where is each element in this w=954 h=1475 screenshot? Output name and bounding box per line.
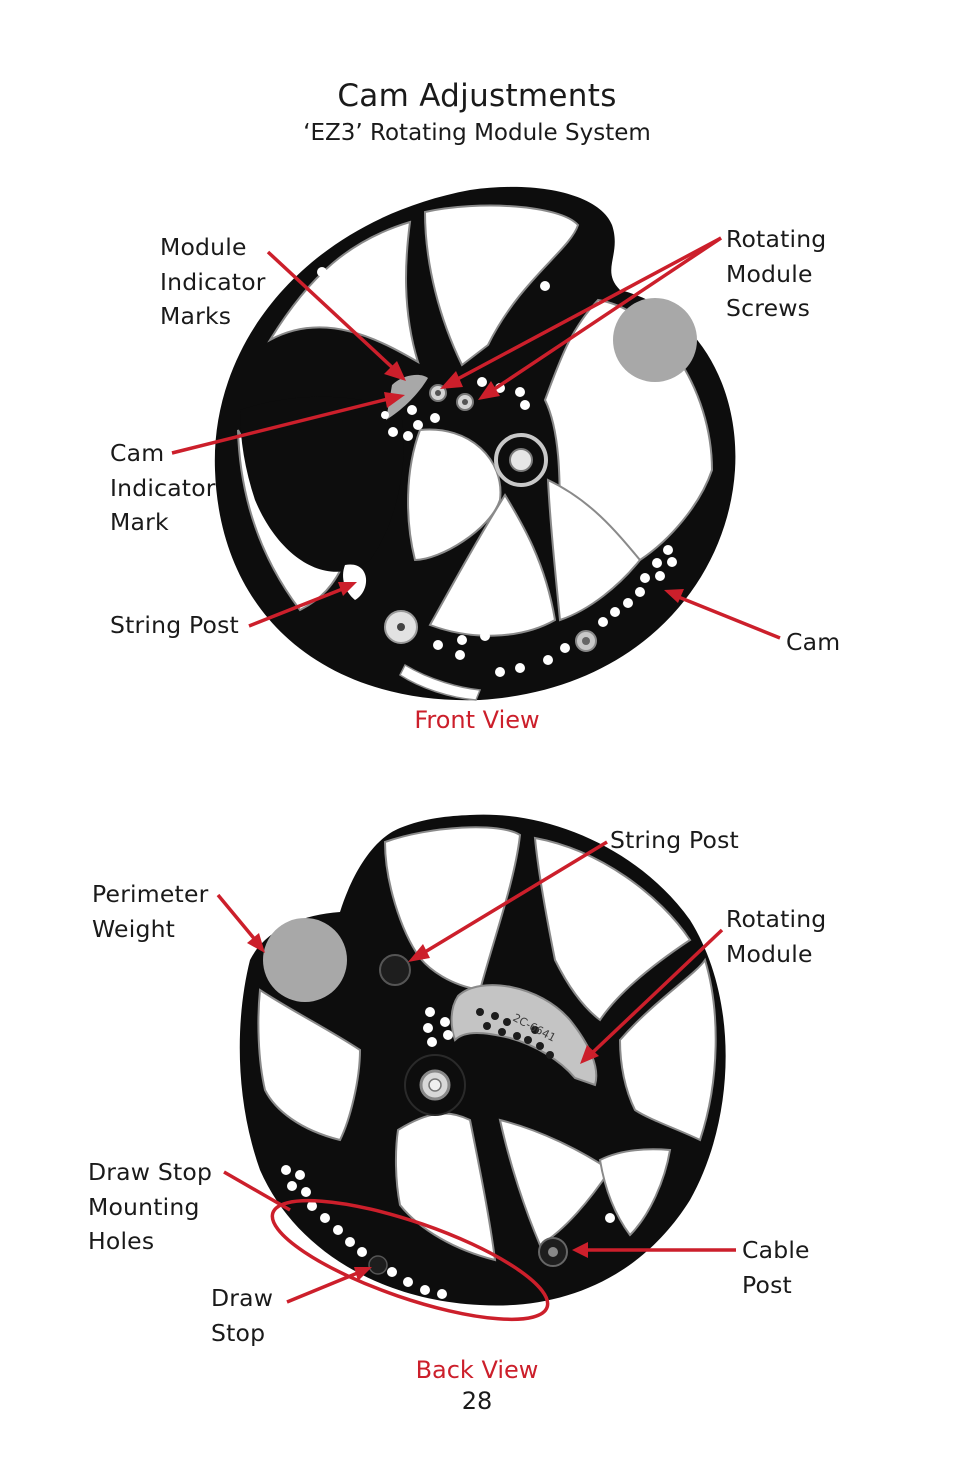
label-line: Cable xyxy=(742,1236,810,1264)
label-cam: Cam xyxy=(786,628,841,656)
page-title: Cam Adjustments xyxy=(337,78,617,114)
label-line: Module xyxy=(160,233,247,261)
label-line: Holes xyxy=(88,1227,155,1255)
label-line: Rotating xyxy=(726,905,827,933)
label-line: Post xyxy=(742,1270,792,1299)
page-subtitle: ‘EZ3’ Rotating Module System xyxy=(303,120,651,146)
front-view-arrows xyxy=(171,236,781,640)
label-line: Weight xyxy=(92,914,176,943)
back-view-arrows xyxy=(216,840,736,1304)
label-line: Indicator xyxy=(160,267,266,296)
label-module-indicator-marks: Module Indicator Marks xyxy=(160,230,266,334)
label-rotating-module-screws: Rotating Module Screws xyxy=(726,222,826,326)
label-cable-post: Cable Post xyxy=(742,1233,810,1302)
label-line: Draw xyxy=(211,1284,274,1312)
label-line: Mark xyxy=(110,508,169,536)
label-perimeter-weight: Perimeter Weight xyxy=(92,877,208,946)
label-line: Cam xyxy=(110,439,165,467)
label-line: Screws xyxy=(726,294,811,322)
label-line: Marks xyxy=(160,302,232,330)
label-line: Rotating xyxy=(726,225,827,253)
label-line: Module xyxy=(726,939,813,968)
label-rotating-module: Rotating Module xyxy=(726,902,826,971)
front-cam-body xyxy=(214,186,736,701)
label-line: Perimeter xyxy=(92,880,209,908)
label-draw-stop: Draw Stop xyxy=(211,1281,273,1350)
front-view-caption: Front View xyxy=(414,706,540,734)
label-line: Mounting xyxy=(88,1192,200,1221)
label-line: Draw Stop xyxy=(88,1158,213,1186)
page-number: 28 xyxy=(461,1387,493,1415)
label-line: Module xyxy=(726,259,813,288)
label-draw-stop-mounting-holes: Draw Stop Mounting Holes xyxy=(88,1155,212,1259)
label-line: Indicator xyxy=(110,473,216,502)
label-string-post-front: String Post xyxy=(110,611,239,639)
label-line: Stop xyxy=(211,1318,266,1347)
label-cam-indicator-mark: Cam Indicator Mark xyxy=(110,436,216,540)
label-string-post-back: String Post xyxy=(610,826,739,854)
back-cam-body xyxy=(239,814,726,1322)
back-view-caption: Back View xyxy=(415,1356,539,1384)
